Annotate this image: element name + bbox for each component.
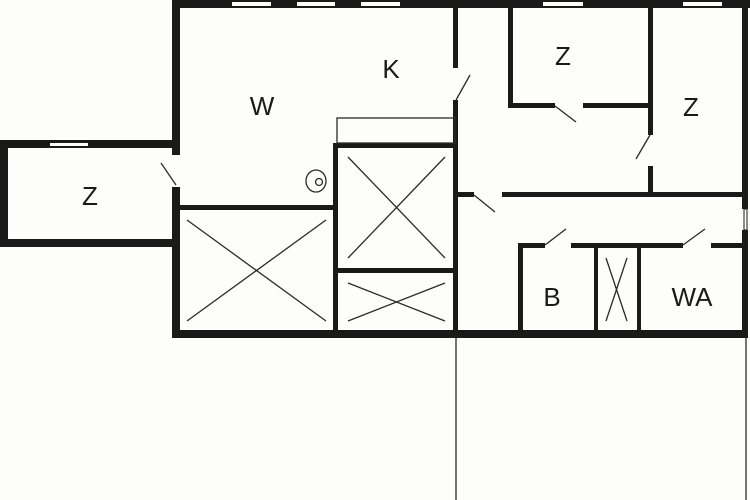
window <box>50 143 88 146</box>
door-swing <box>473 194 496 213</box>
left-bedroom-walls <box>0 140 180 247</box>
door-swing <box>635 134 651 160</box>
room-label-living: W <box>250 91 275 121</box>
window <box>683 2 722 6</box>
door-swing <box>544 228 567 246</box>
window <box>232 2 271 6</box>
stove-icon <box>305 169 327 193</box>
room-label-bedroom-top: Z <box>555 41 571 71</box>
room-label-kitchen: K <box>382 54 400 84</box>
door-swing <box>554 105 577 123</box>
doors <box>160 74 706 246</box>
terrace <box>455 338 747 500</box>
room-label-bedroom-left: Z <box>82 181 98 211</box>
door-swing <box>455 74 471 101</box>
window <box>361 2 400 6</box>
room-label-bedroom-right: Z <box>683 92 699 122</box>
inner-walls <box>180 0 742 333</box>
window <box>743 208 748 231</box>
room-label-bathroom: B <box>543 282 560 312</box>
window <box>297 2 335 6</box>
door-swing <box>160 162 177 186</box>
outer-walls <box>172 0 750 338</box>
room-label-toilet: WA <box>672 282 714 312</box>
voids <box>186 156 628 322</box>
door-swing <box>682 228 706 246</box>
window <box>543 2 583 6</box>
